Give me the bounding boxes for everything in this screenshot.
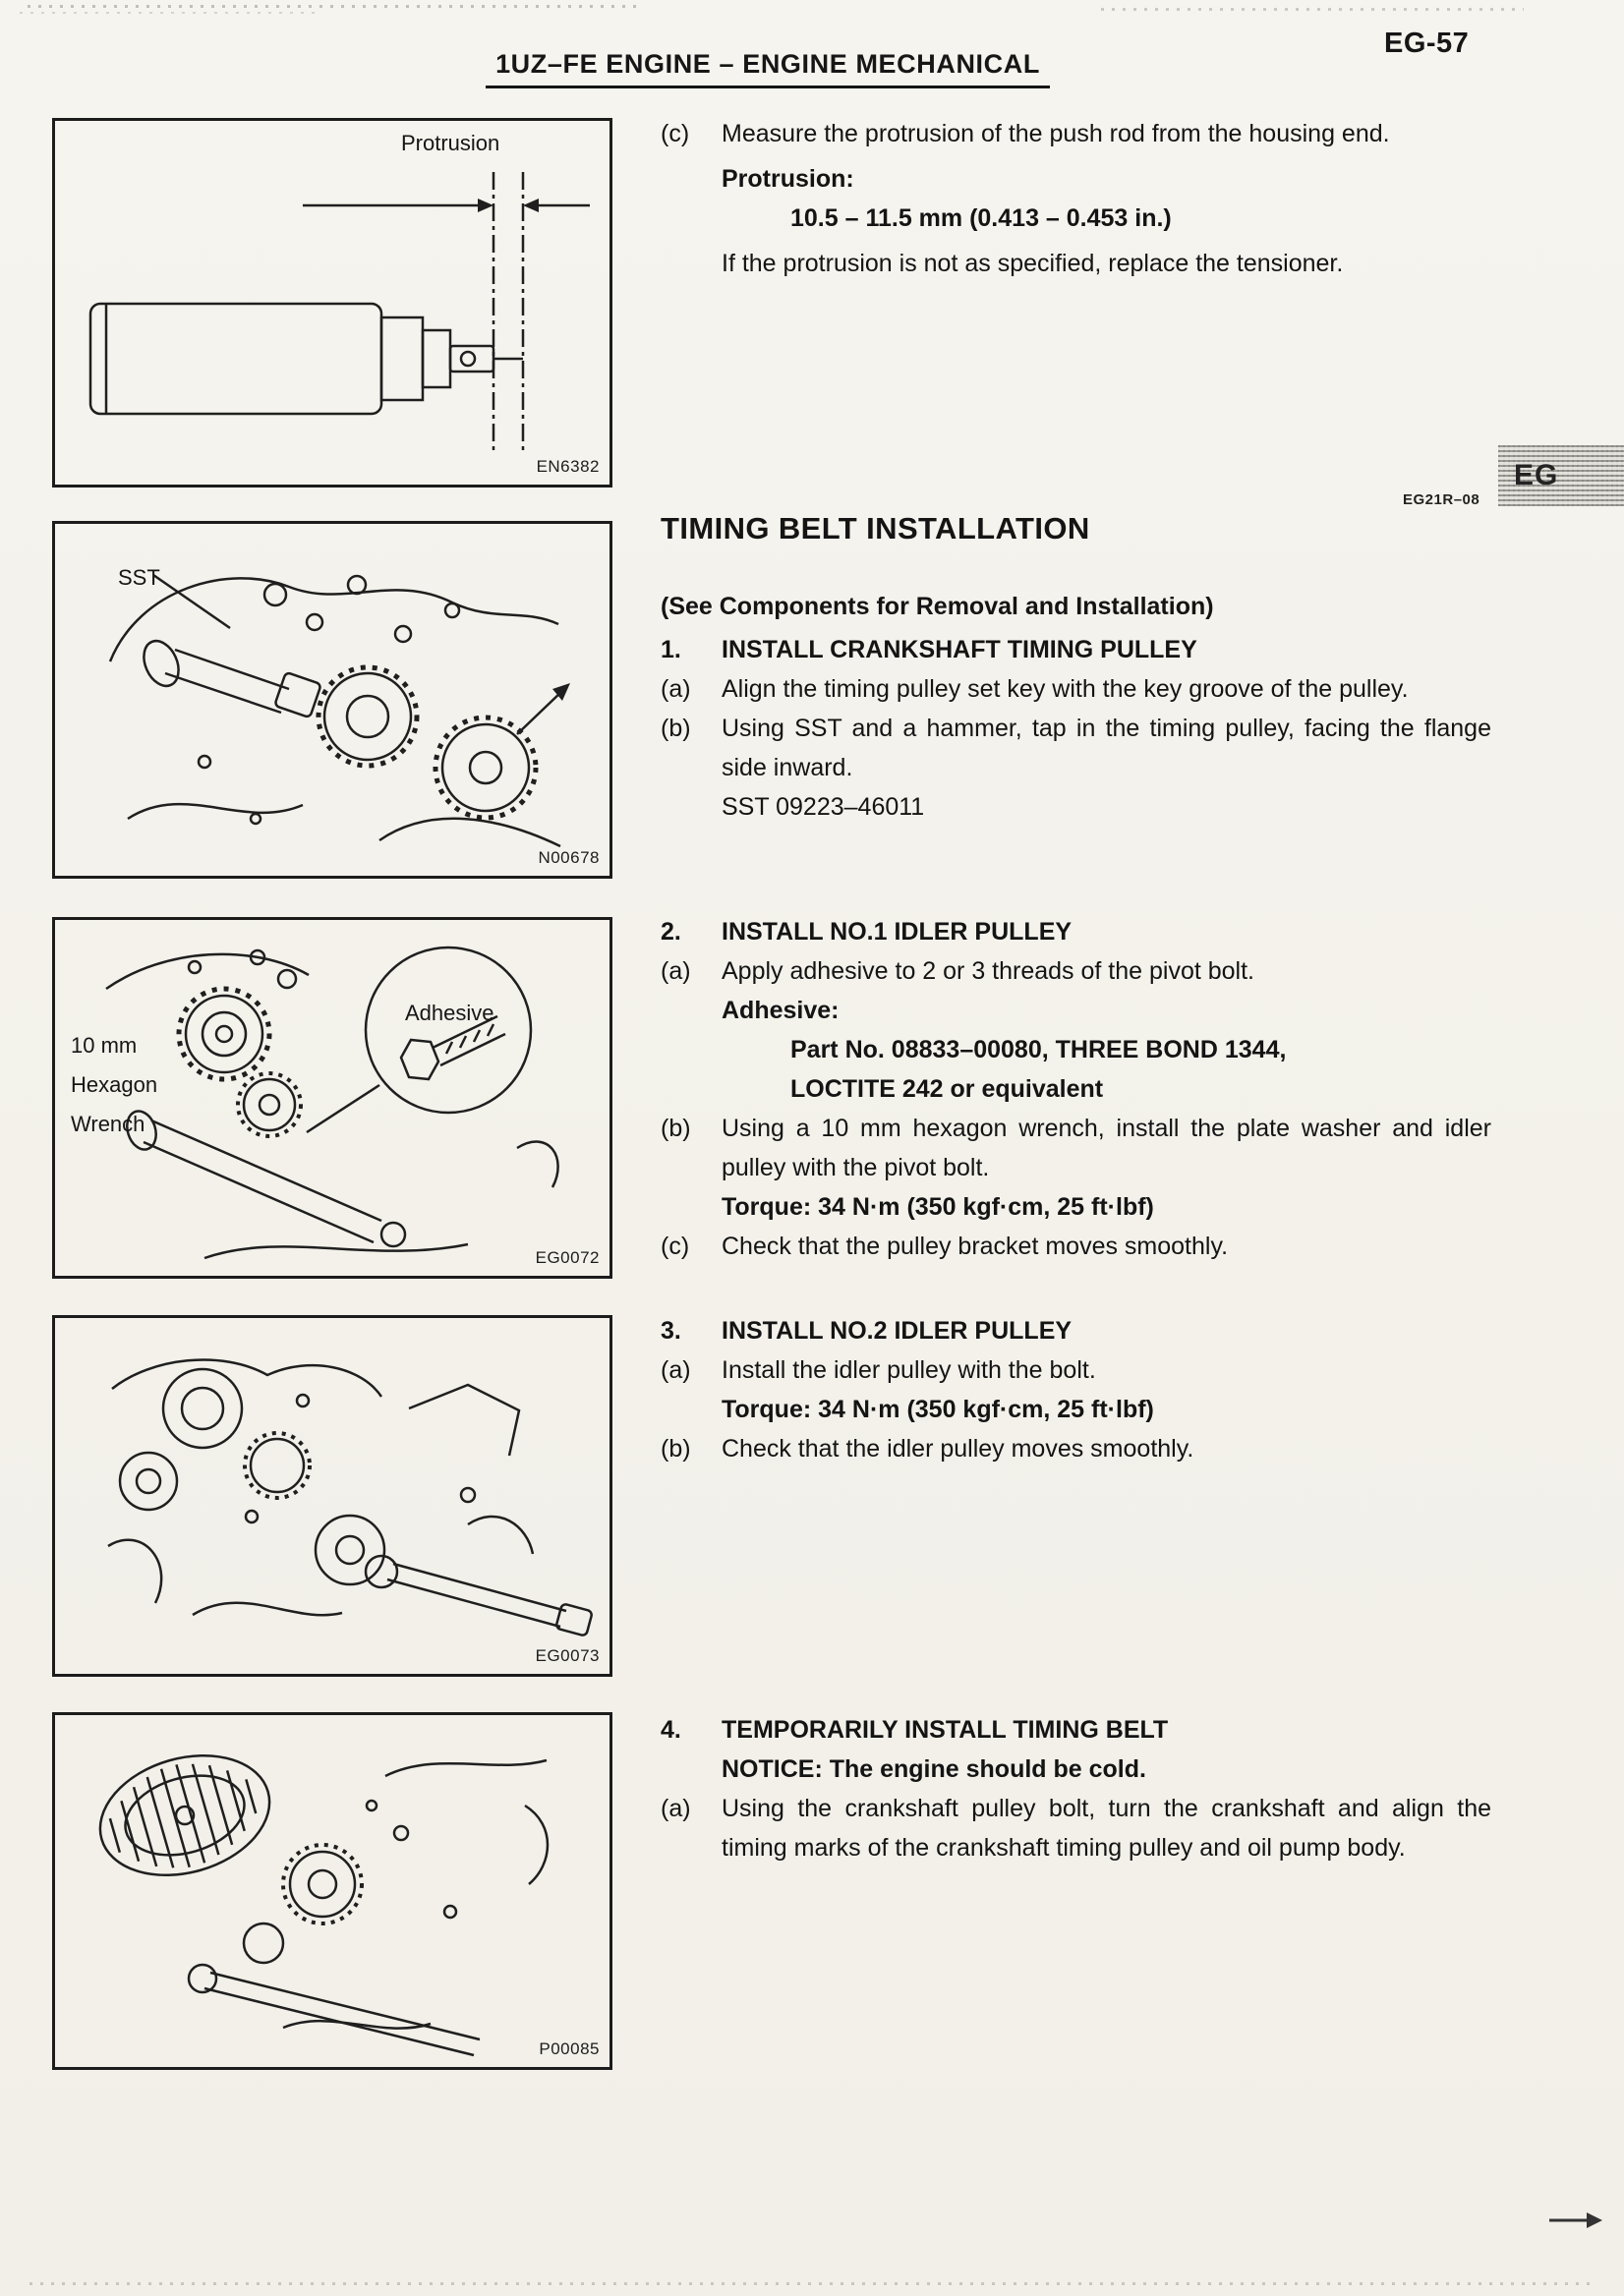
- section-tab-label: EG: [1514, 459, 1559, 491]
- spec-label: Protrusion:: [722, 165, 854, 193]
- figure-label-line: Hexagon: [71, 1072, 158, 1097]
- figure-pushrod-protrusion: Protrusion EN6382: [52, 118, 612, 488]
- step-4-block: 4. TEMPORARILY INSTALL TIMING BELT NOTIC…: [661, 1710, 1491, 1867]
- item-marker: (a): [661, 1795, 691, 1822]
- step-c-block: (c) Measure the protrusion of the push r…: [661, 114, 1491, 283]
- spec-note: If the protrusion is not as specified, r…: [722, 250, 1344, 277]
- step-3-block: 3. INSTALL NO.2 IDLER PULLEY (a) Install…: [661, 1311, 1491, 1468]
- step-title: INSTALL NO.1 IDLER PULLEY: [722, 918, 1073, 946]
- see-components-note: (See Components for Removal and Installa…: [661, 593, 1214, 620]
- torque-spec: Torque: 34 N·m (350 kgf·cm, 25 ft·lbf): [722, 1396, 1154, 1423]
- item-text: Using the crankshaft pulley bolt, turn t…: [722, 1795, 1491, 1862]
- page-header: 1UZ–FE ENGINE – ENGINE MECHANICAL: [45, 49, 1490, 88]
- pushrod-illustration: [88, 172, 590, 453]
- instruction-item: (a) Install the idler pulley with the bo…: [661, 1350, 1491, 1390]
- step-number: 3.: [661, 1317, 681, 1345]
- step-2-block: 2. INSTALL NO.1 IDLER PULLEY (a) Apply a…: [661, 912, 1491, 1266]
- item-marker: (b): [661, 1115, 691, 1142]
- idler-pulley-illustration: [105, 946, 559, 1260]
- figure-code: EG0072: [535, 1248, 600, 1267]
- item-marker: (a): [661, 957, 691, 985]
- figure-code: N00678: [538, 848, 600, 867]
- instruction-item: (a) Using the crankshaft pulley bolt, tu…: [661, 1789, 1491, 1867]
- item-text: Using a 10 mm hexagon wrench, install th…: [722, 1115, 1491, 1181]
- notice-text: NOTICE: The engine should be cold.: [722, 1755, 1146, 1783]
- scan-artifact: [20, 12, 315, 14]
- step-heading: 4. TEMPORARILY INSTALL TIMING BELT: [661, 1710, 1491, 1750]
- instruction-item: (a) Apply adhesive to 2 or 3 threads of …: [661, 951, 1491, 991]
- figure-label-adhesive: Adhesive: [405, 1001, 494, 1025]
- figure-label-line: Wrench: [71, 1112, 145, 1136]
- section-title: TIMING BELT INSTALLATION: [661, 511, 1090, 545]
- figure-no1-idler-pulley: Adhesive 10 mm Hexagon Wrench EG0072: [52, 917, 612, 1279]
- figure-code: EN6382: [536, 457, 600, 476]
- adhesive-spec-line: Part No. 08833–00080, THREE BOND 1344,: [790, 1036, 1287, 1063]
- item-marker: (c): [661, 1233, 690, 1260]
- page-turn-arrow-icon: [1549, 2210, 1602, 2236]
- timing-belt-illustration: [98, 1753, 550, 2057]
- instruction-item: (b) Using a 10 mm hexagon wrench, instal…: [661, 1109, 1491, 1187]
- instruction-item: (c) Check that the pulley bracket moves …: [661, 1227, 1491, 1266]
- step-title: INSTALL NO.2 IDLER PULLEY: [722, 1317, 1073, 1345]
- step-title: INSTALL CRANKSHAFT TIMING PULLEY: [722, 636, 1197, 663]
- scan-artifact: [29, 2282, 1593, 2285]
- figure-no2-idler-pulley: EG0073: [52, 1315, 612, 1677]
- item-text: Measure the protrusion of the push rod f…: [722, 120, 1390, 147]
- step-number: 2.: [661, 918, 681, 946]
- instruction-item: (b) Check that the idler pulley moves sm…: [661, 1429, 1491, 1468]
- figure-code: P00085: [539, 2039, 600, 2058]
- torque-spec: Torque: 34 N·m (350 kgf·cm, 25 ft·lbf): [722, 1193, 1154, 1221]
- figure-label-protrusion: Protrusion: [401, 131, 500, 155]
- step-1-block: (See Components for Removal and Installa…: [661, 587, 1491, 827]
- scan-artifact: [1101, 8, 1524, 11]
- item-text: Install the idler pulley with the bolt.: [722, 1356, 1096, 1384]
- figure-sst-timing-pulley: SST N00678: [52, 521, 612, 879]
- step-heading: 2. INSTALL NO.1 IDLER PULLEY: [661, 912, 1491, 951]
- instruction-item: (a) Align the timing pulley set key with…: [661, 669, 1491, 709]
- section-ref-code: EG21R–08: [1403, 491, 1480, 508]
- section-thumb-tab: EG: [1498, 445, 1624, 506]
- item-marker: (b): [661, 1435, 691, 1463]
- step-heading: 3. INSTALL NO.2 IDLER PULLEY: [661, 1311, 1491, 1350]
- sst-number: SST 09223–46011: [722, 793, 925, 821]
- engine-illustration: [107, 1358, 593, 1636]
- step-number: 1.: [661, 636, 681, 663]
- figure-label-sst: SST: [118, 565, 160, 590]
- item-text: Check that the idler pulley moves smooth…: [722, 1435, 1194, 1463]
- spec-value: 10.5 – 11.5 mm (0.413 – 0.453 in.): [790, 204, 1172, 232]
- step-title: TEMPORARILY INSTALL TIMING BELT: [722, 1716, 1169, 1744]
- item-marker: (a): [661, 675, 691, 703]
- page-title: 1UZ–FE ENGINE – ENGINE MECHANICAL: [486, 49, 1050, 88]
- adhesive-spec-line: LOCTITE 242 or equivalent: [790, 1075, 1104, 1103]
- item-marker: (b): [661, 715, 691, 742]
- figure-timing-belt-install: P00085: [52, 1712, 612, 2070]
- step-heading: 1. INSTALL CRANKSHAFT TIMING PULLEY: [661, 630, 1491, 669]
- figure-label-line: 10 mm: [71, 1033, 138, 1058]
- item-text: Using SST and a hammer, tap in the timin…: [722, 715, 1491, 781]
- figure-code: EG0073: [535, 1646, 600, 1665]
- item-text: Align the timing pulley set key with the…: [722, 675, 1409, 703]
- instruction-item: (c) Measure the protrusion of the push r…: [661, 114, 1491, 153]
- item-marker: (c): [661, 120, 690, 147]
- item-text: Apply adhesive to 2 or 3 threads of the …: [722, 957, 1255, 985]
- figure-label-hexagon-wrench: 10 mm Hexagon Wrench: [71, 1026, 157, 1144]
- sst-illustration: [108, 573, 570, 848]
- item-text: Check that the pulley bracket moves smoo…: [722, 1233, 1229, 1260]
- page-number: EG-57: [1384, 28, 1470, 59]
- step-number: 4.: [661, 1716, 681, 1744]
- item-marker: (a): [661, 1356, 691, 1384]
- instruction-item: (b) Using SST and a hammer, tap in the t…: [661, 709, 1491, 787]
- adhesive-label: Adhesive:: [722, 997, 840, 1024]
- scan-artifact: [28, 5, 637, 8]
